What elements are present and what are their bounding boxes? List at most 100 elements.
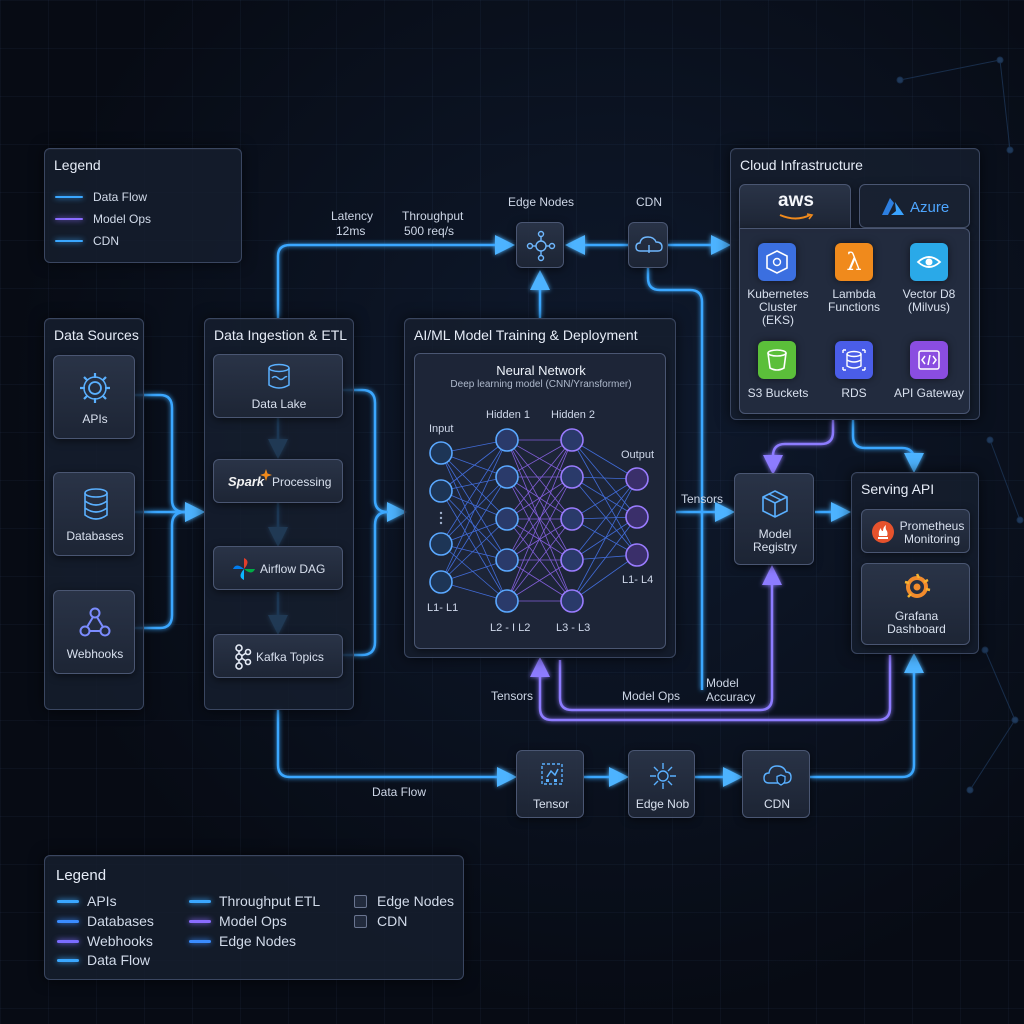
aws-smile-icon (779, 213, 814, 220)
nn-neuron (495, 465, 519, 489)
serving-api-title: Serving API (861, 481, 935, 497)
nn-neuron (560, 428, 584, 452)
model-ops-label: Model Ops (622, 689, 681, 703)
bucket-icon (767, 349, 787, 371)
edge-node-icon (650, 763, 676, 789)
legend-line-icon (189, 939, 211, 943)
processing-label: Processing (272, 475, 332, 489)
nn-connection (506, 439, 573, 561)
legend-top: Legend Data Flow Model Ops CDN (44, 148, 242, 263)
nn-connection (506, 439, 573, 602)
airflow-dag-node[interactable]: Airflow DAG (213, 546, 343, 590)
nn-connection (506, 439, 573, 520)
vector-db-label: Vector D8 (Milvus) (902, 287, 956, 314)
legend-top-title: Legend (54, 157, 101, 173)
nn-neuron (429, 532, 453, 556)
azure-logo-icon (882, 198, 904, 215)
nn-neuron (560, 507, 584, 531)
latency-label: Latency (331, 209, 374, 223)
wire-cdn-down (646, 268, 704, 512)
nn-title: Neural Network (496, 363, 586, 378)
nn-hidden2-label: Hidden 2 (551, 409, 596, 421)
source-apis[interactable]: APIs (53, 355, 135, 439)
kafka-topics-node[interactable]: Kafka Topics (213, 634, 343, 678)
nn-connection (506, 559, 573, 602)
legend-top-item-data-flow: Data Flow (55, 190, 147, 204)
prometheus-flame-icon (872, 521, 894, 543)
cdn-top-node[interactable] (628, 222, 668, 268)
wire-modelops-loop (558, 565, 782, 712)
source-webhooks-label: Webhooks (66, 647, 124, 661)
nn-connection (571, 478, 638, 520)
legend-bottom-item: CDN (354, 913, 407, 929)
nn-connection (440, 439, 508, 492)
model-registry-node[interactable]: Model Registry (734, 473, 814, 565)
kubernetes-tile[interactable] (758, 243, 796, 281)
wire-apis-ingestion (135, 393, 205, 522)
legend-top-item-model-ops: Model Ops (55, 212, 151, 226)
nn-connection (506, 476, 573, 561)
legend-bottom: Legend APIs Databases Webhooks Data Flow… (44, 855, 464, 980)
edge-nodes-label: Edge Nodes (508, 195, 575, 209)
tab-azure[interactable]: Azure (859, 184, 970, 228)
s3-label: S3 Buckets (747, 386, 809, 400)
tensor-label: Tensor (532, 797, 570, 811)
package-cube-icon (762, 490, 788, 518)
source-webhooks[interactable]: Webhooks (53, 590, 135, 674)
rds-tile[interactable] (835, 341, 873, 379)
nn-neuron (625, 543, 649, 567)
tensor-node[interactable]: Tensor (516, 750, 584, 818)
tab-aws[interactable]: aws (739, 184, 851, 228)
lambda-icon: λ (846, 248, 862, 276)
nn-connection (571, 476, 638, 518)
nn-connection (571, 478, 638, 561)
nn-neuron (495, 548, 519, 572)
wire-cloud-serving (851, 420, 924, 473)
edge-nodes-node[interactable] (516, 222, 564, 268)
cloud-icon (635, 236, 663, 253)
nn-neuron (625, 505, 649, 529)
legend-bottom-item: Data Flow (57, 952, 150, 968)
lambda-tile[interactable]: λ (835, 243, 873, 281)
gear-icon (80, 373, 110, 403)
wire-serving-ml-loop (530, 655, 892, 722)
nn-hidden1-label: Hidden 1 (486, 409, 531, 421)
cdn-bottom-node[interactable]: CDN (742, 750, 810, 818)
legend-line-icon (57, 899, 79, 903)
nn-connection (440, 490, 508, 520)
model-accuracy-label: Model Accuracy (706, 676, 756, 704)
model-registry-label: Model Registry (752, 527, 797, 554)
legend-square-icon (354, 894, 367, 908)
kafka-icon (235, 644, 252, 670)
edge-nob-node[interactable]: Edge Nob (628, 750, 695, 818)
grafana-node[interactable]: Grafana Dashboard (861, 563, 970, 645)
tensors-label-bottom: Tensors (491, 689, 534, 703)
cloud-title: Cloud Infrastructure (740, 157, 863, 173)
legend-bottom-item: Model Ops (189, 913, 287, 929)
data-lake-node[interactable]: Data Lake (213, 354, 343, 418)
api-gateway-tile[interactable] (910, 341, 948, 379)
throughput-value: 500 req/s (404, 224, 455, 238)
prometheus-node[interactable]: Prometheus Monitoring (861, 509, 970, 553)
vector-db-tile[interactable] (910, 243, 948, 281)
spark-star-icon (260, 469, 272, 481)
source-databases-label: Databases (66, 529, 124, 543)
nn-output-label: Output (621, 449, 655, 461)
kafka-topics-label: Kafka Topics (256, 650, 324, 664)
legend-bottom-label: Webhooks (87, 933, 153, 949)
nn-connection (440, 452, 508, 520)
spark-processing-node[interactable]: Spark Processing (213, 459, 343, 503)
grafana-label: Grafana Dashboard (887, 609, 946, 636)
network-hub-icon (526, 230, 556, 262)
airflow-pinwheel-icon (233, 558, 255, 580)
airflow-dag-label: Airflow DAG (260, 562, 326, 576)
ingestion-title: Data Ingestion & ETL (214, 327, 348, 343)
source-databases[interactable]: Databases (53, 472, 135, 556)
nn-connection (506, 476, 573, 602)
legend-line-icon (57, 939, 79, 943)
data-lake-label: Data Lake (251, 397, 307, 411)
s3-tile[interactable] (758, 341, 796, 379)
kubernetes-icon (766, 250, 788, 274)
nn-layer-input-label: L1- L1 (427, 602, 459, 614)
